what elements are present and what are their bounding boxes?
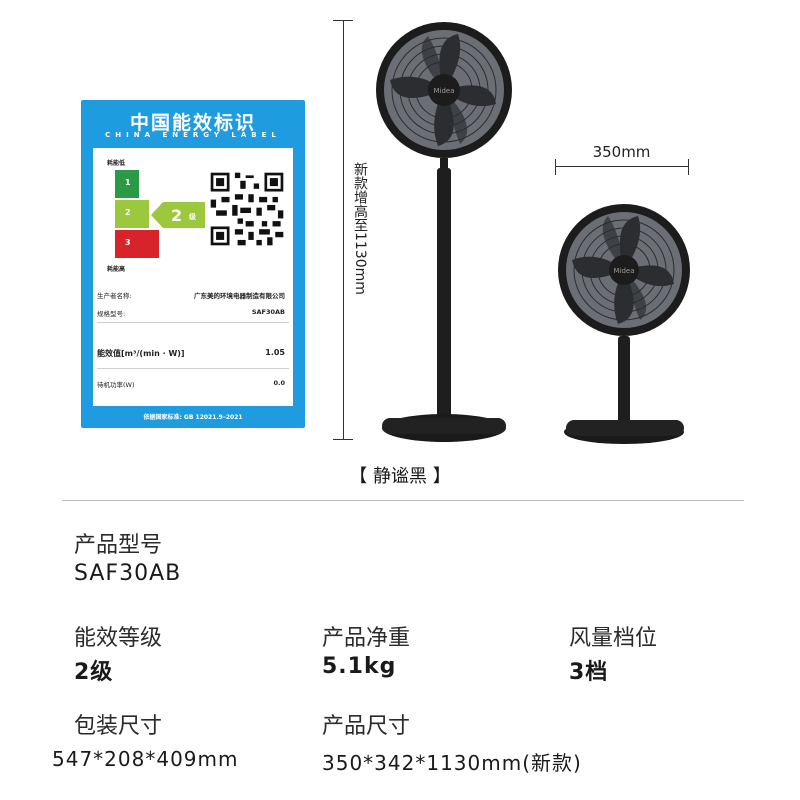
tall-fan-image: Midea bbox=[376, 22, 512, 442]
manufacturer-value: 广东美的环境电器制造有限公司 bbox=[194, 292, 285, 300]
short-fan-image: Midea bbox=[558, 204, 690, 444]
grade-bar-1: 1 bbox=[115, 170, 139, 198]
model-label: 产品型号 bbox=[74, 533, 163, 558]
model-value: SAF30AB bbox=[74, 561, 182, 586]
energy-label-subtitle: CHINA ENERGY LABEL bbox=[105, 131, 281, 139]
package-size-label: 包装尺寸 bbox=[74, 714, 163, 739]
label-divider bbox=[97, 322, 289, 323]
efficiency-value: 1.05 bbox=[265, 348, 285, 357]
energy-label-title: 中国能效标识 bbox=[129, 112, 256, 134]
wind-speed-label: 风量档位 bbox=[569, 626, 658, 651]
manufacturer-key: 生产者名称: bbox=[97, 292, 132, 300]
model-value: SAF30AB bbox=[251, 308, 285, 316]
model-key: 规格型号: bbox=[97, 310, 126, 318]
current-grade-suffix: 级 bbox=[189, 213, 196, 221]
current-grade: 2 bbox=[171, 206, 183, 225]
width-dimension-tick-left bbox=[555, 159, 556, 175]
energy-grade-value: 2级 bbox=[74, 660, 114, 685]
high-consumption-label: 耗能高 bbox=[107, 266, 126, 273]
energy-label: 中国能效标识 CHINA ENERGY LABEL 耗能低 1 2 3 耗能高 … bbox=[81, 100, 305, 428]
standby-value: 0.0 bbox=[273, 379, 285, 387]
grade-bar-2: 2 bbox=[115, 200, 149, 228]
wind-speed-value: 3档 bbox=[569, 660, 609, 685]
grade-bar-2-number: 2 bbox=[125, 208, 131, 217]
width-dimension-line bbox=[555, 166, 688, 167]
height-dimension-tick-bottom bbox=[333, 439, 353, 440]
height-dimension-line bbox=[343, 20, 344, 440]
energy-label-panel: 耗能低 1 2 3 耗能高 2 级 生产者名称: bbox=[93, 148, 293, 406]
standby-key: 待机功率(W) bbox=[97, 381, 135, 389]
net-weight-value: 5.1kg bbox=[322, 654, 397, 679]
product-size-label: 产品尺寸 bbox=[322, 714, 411, 739]
energy-grade-label: 能效等级 bbox=[74, 626, 163, 651]
width-dimension-label: 350mm bbox=[592, 143, 651, 161]
qr-code-icon bbox=[208, 170, 286, 248]
width-dimension-tick-right bbox=[688, 159, 689, 175]
energy-label-footer: 依据国家标准: GB 12021.9–2021 bbox=[143, 414, 243, 421]
short-fan-brand: Midea bbox=[613, 267, 634, 275]
height-dimension-tick-top bbox=[333, 20, 353, 21]
low-consumption-label: 耗能低 bbox=[107, 160, 126, 167]
product-size-value: 350*342*1130mm(新款) bbox=[322, 751, 582, 775]
efficiency-key: 能效值[m³/(min · W)] bbox=[97, 349, 185, 358]
package-size-value: 547*208*409mm bbox=[52, 747, 239, 771]
tall-fan-brand: Midea bbox=[433, 87, 454, 95]
grade-arrow-icon bbox=[151, 202, 205, 228]
grade-bar-3-number: 3 bbox=[125, 238, 131, 247]
net-weight-label: 产品净重 bbox=[322, 626, 411, 651]
color-name: 【 静谧黑 】 bbox=[349, 466, 451, 487]
height-dimension-label: 新款增高至1130mm bbox=[352, 162, 368, 295]
grade-bar-1-number: 1 bbox=[125, 178, 131, 187]
label-divider bbox=[97, 368, 289, 369]
grade-bar-3: 3 bbox=[115, 230, 159, 258]
section-divider bbox=[62, 500, 744, 501]
